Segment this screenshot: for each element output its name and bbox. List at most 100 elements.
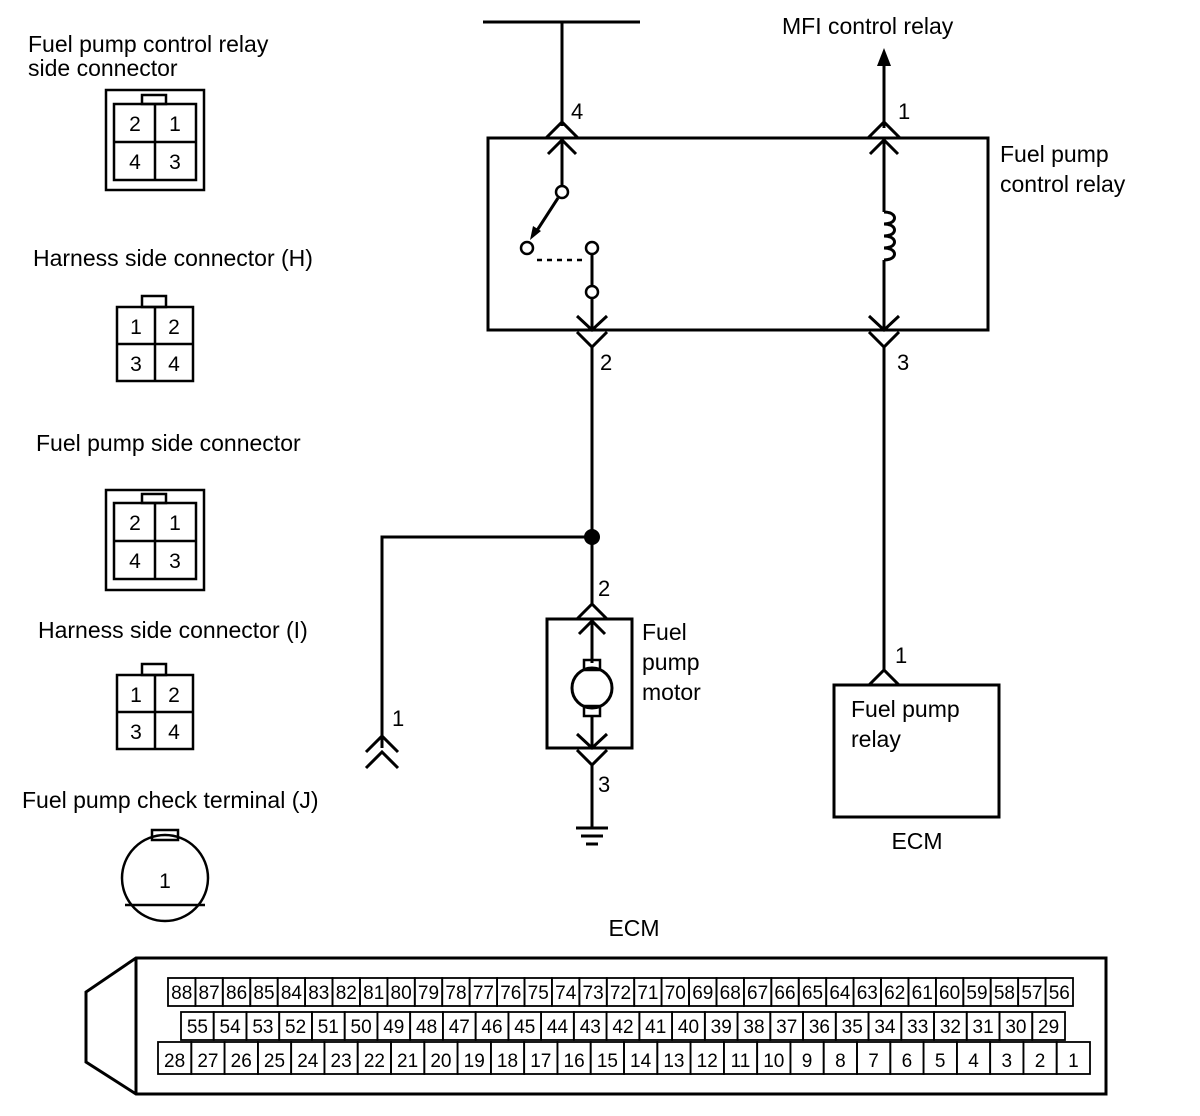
ecm-pin-number: 71 (637, 983, 658, 1004)
ecm-pin-number: 40 (678, 1017, 699, 1038)
connector-symbol-icon (867, 330, 901, 350)
ecm-pin-number: 25 (264, 1051, 285, 1072)
check-terminal-j: Fuel pump check terminal (J) 1 (22, 787, 319, 923)
ecm-pin-number: 35 (842, 1017, 863, 1038)
ecm-pin-number: 68 (720, 983, 741, 1004)
ecm-pin-number: 19 (464, 1051, 485, 1072)
connector-symbol-icon (575, 732, 609, 751)
relay-label-2: control relay (1000, 171, 1126, 197)
ecm-pin-number: 41 (645, 1017, 666, 1038)
ecm-pin-number: 39 (711, 1017, 732, 1038)
ecm-pin-number: 29 (1038, 1017, 1059, 1038)
ecm-relay-label-2: relay (851, 726, 901, 752)
ecm-pin-number: 32 (940, 1017, 961, 1038)
ecm-pin-number: 11 (731, 1051, 751, 1072)
ecm-pin-number: 63 (857, 983, 878, 1004)
ecm-pin-number: 84 (281, 983, 303, 1004)
switch-contact-icon (554, 184, 570, 200)
ecm-pin-number: 82 (336, 983, 357, 1004)
connector-symbol-icon (866, 119, 902, 140)
motor-label-3: motor (642, 679, 701, 705)
ecm-pin-number: 56 (1049, 983, 1070, 1004)
motor-label-1: Fuel (642, 619, 687, 645)
check-terminal-pin: 1 (159, 870, 171, 893)
ecm-pin-number: 33 (907, 1017, 928, 1038)
ecm-pin-number: 74 (555, 983, 577, 1004)
pump-side-pin: 4 (129, 550, 141, 573)
ecm-pin-number: 73 (583, 983, 604, 1004)
ecm-pin-number: 57 (1021, 983, 1042, 1004)
ecm-pin-number: 24 (297, 1051, 319, 1072)
wire-to-check-terminal (380, 535, 592, 748)
harness-connector-i: Harness side connector (I) 1 2 3 4 (38, 617, 308, 751)
ecm-pin-number: 72 (610, 983, 631, 1004)
ecm-pin-cell (1031, 1011, 1066, 1041)
ecm-pin-number: 55 (187, 1017, 208, 1038)
motor-pin-2: 2 (598, 576, 610, 601)
check-terminal-title: Fuel pump check terminal (J) (22, 787, 319, 813)
ecm-pin-number: 10 (763, 1051, 784, 1072)
harness-i-pin: 4 (168, 721, 180, 744)
ecm-pin-number: 17 (530, 1051, 551, 1072)
pump-side-pin: 3 (169, 550, 181, 573)
pump-side-pin: 2 (129, 512, 141, 535)
connector-symbol-icon (575, 748, 609, 768)
switch-contact-icon (519, 240, 535, 256)
check-pin-1: 1 (392, 706, 404, 731)
switch-arm (534, 197, 560, 233)
relay-side-pin: 4 (129, 151, 141, 174)
ecm-pin-number: 78 (445, 983, 466, 1004)
connector-symbol-icon (867, 314, 901, 333)
ecm-relay-label-1: Fuel pump (851, 696, 960, 722)
ecm-pin-number: 79 (418, 983, 439, 1004)
relay-side-pin: 2 (129, 113, 141, 136)
connector-symbol-icon (364, 733, 400, 754)
motor-brush-icon (582, 658, 602, 672)
ecm-pin-number: 16 (564, 1051, 585, 1072)
relay-pin-2: 2 (600, 350, 612, 375)
ecm-pin-number: 59 (966, 983, 987, 1004)
ecm-pin-number: 88 (171, 983, 192, 1004)
ecm-pin-number: 64 (829, 983, 851, 1004)
relay-side-connector: Fuel pump control relay side connector 2… (28, 31, 269, 192)
switch-contact-icon (584, 240, 600, 256)
pump-side-pin: 1 (169, 512, 181, 535)
ecm-pin-number: 53 (252, 1017, 273, 1038)
connector-symbol-icon (364, 749, 400, 770)
ecm-pin-number: 31 (973, 1017, 994, 1038)
ecm-pin-number: 54 (220, 1017, 242, 1038)
ecm-pin-number: 7 (868, 1051, 879, 1072)
ecm-pin-number: 87 (199, 983, 220, 1004)
ecm-pin-number: 28 (164, 1051, 185, 1072)
ecm-pin-number: 48 (416, 1017, 437, 1038)
ecm-pin-cell (1055, 1041, 1091, 1075)
ecm-pin-number: 52 (285, 1017, 306, 1038)
ecm-pin-number: 26 (231, 1051, 252, 1072)
connector-symbol-icon (575, 330, 609, 350)
ecm-pin-number: 38 (743, 1017, 764, 1038)
harness-connector-i-title: Harness side connector (I) (38, 617, 308, 643)
ecm-pin-number: 5 (935, 1051, 946, 1072)
ecm-pin-number: 27 (197, 1051, 218, 1072)
ecm-pin-number: 4 (968, 1051, 979, 1072)
ecm-pin-number: 43 (580, 1017, 601, 1038)
ecm-pin-number: 6 (902, 1051, 913, 1072)
fuel-pump-motor-box (545, 617, 634, 750)
switch-contact-icon (584, 284, 600, 300)
ecm-pin-number: 21 (397, 1051, 418, 1072)
ecm-pin-number: 3 (1002, 1051, 1013, 1072)
ecm-pin-number: 81 (363, 983, 384, 1004)
harness-h-pin: 2 (168, 316, 180, 339)
relay-side-connector-title-2: side connector (28, 55, 178, 81)
ecm-connector-title: ECM (608, 915, 659, 941)
harness-i-pin: 3 (130, 721, 142, 744)
mfi-control-relay-label: MFI control relay (782, 13, 954, 39)
ecm-pin-number: 66 (774, 983, 795, 1004)
ecm-pin-number: 50 (351, 1017, 372, 1038)
ecm-pin-number: 15 (597, 1051, 618, 1072)
connector-symbol-icon (867, 667, 901, 687)
ecm-pin-number: 30 (1005, 1017, 1026, 1038)
ecm-pin-number: 36 (809, 1017, 830, 1038)
